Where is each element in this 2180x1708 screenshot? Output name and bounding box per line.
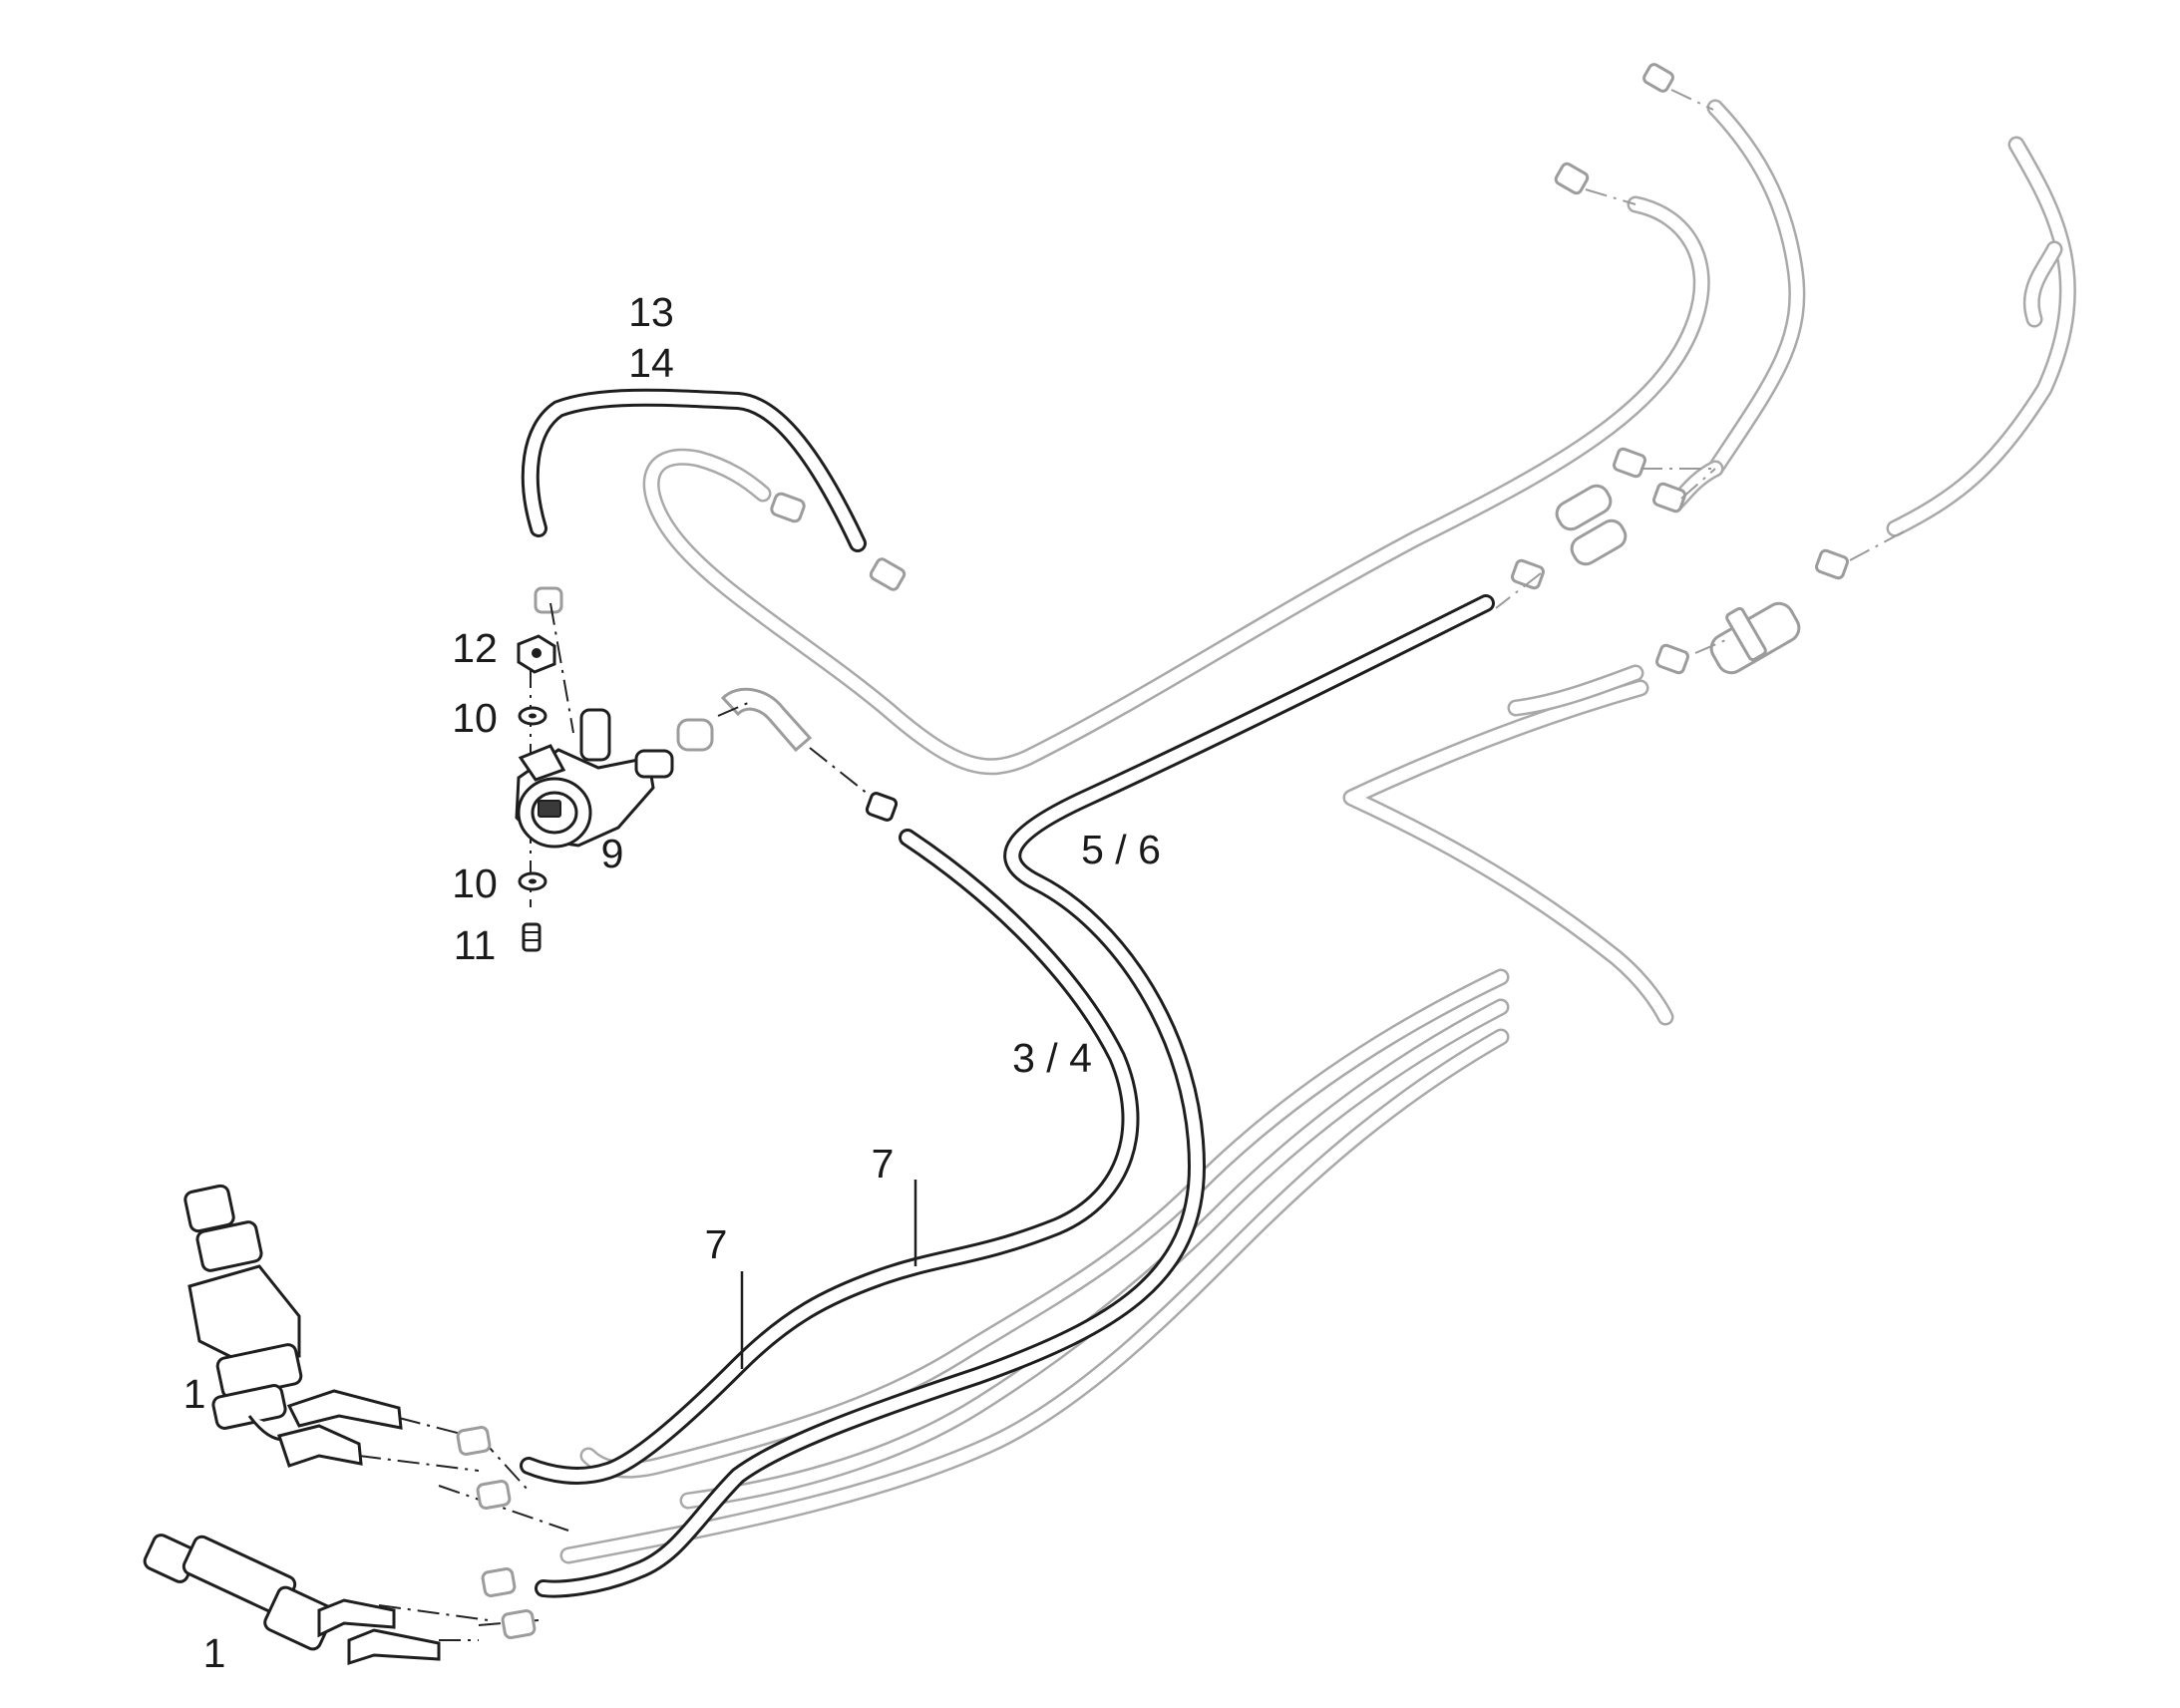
- hose-clamp-icon: [456, 1426, 492, 1456]
- hose-clamp-icon: [501, 1609, 537, 1639]
- callout-labels: 13 14 12 10 9 10 11 5 / 6 3 / 4 7 7 1 1: [183, 289, 1161, 1676]
- context-hose-connector-run: [1507, 460, 1724, 717]
- callout-10-upper: 10: [452, 695, 498, 741]
- highlighted-hoses: [520, 388, 1495, 1598]
- context-hose-chevron: [1342, 679, 1674, 1026]
- hose-barb-icon: [317, 1598, 441, 1666]
- hose-clamp-icon: [481, 1567, 517, 1597]
- hose-clamp-icon: [1654, 643, 1690, 675]
- hose-barb-icon: [277, 1389, 403, 1468]
- callout-10-lower: 10: [452, 860, 498, 906]
- context-fittings: [534, 63, 1850, 822]
- hose-clamp-icon: [770, 492, 806, 523]
- hose-clamp-icon: [1814, 548, 1850, 580]
- callout-3-4: 3 / 4: [1012, 1035, 1092, 1081]
- valve-assembly: [515, 634, 899, 952]
- context-hose-far-right: [1886, 136, 2076, 537]
- callout-14: 14: [628, 340, 674, 386]
- callout-12: 12: [452, 625, 498, 671]
- hose-clamp-icon: [1510, 558, 1546, 590]
- hose-clamp-icon: [869, 557, 907, 591]
- nut-icon: [517, 634, 556, 674]
- injector-fitting-icon: [143, 1534, 335, 1651]
- washer-icon: [518, 706, 547, 726]
- callout-1-upper: 1: [183, 1371, 206, 1417]
- callout-7-lower: 7: [705, 1221, 728, 1267]
- context-hose-upper-loop: [642, 195, 1710, 776]
- lower-clamps: [456, 1426, 537, 1639]
- hose-clamp-icon: [476, 1480, 512, 1510]
- t-connector-icon: [1555, 484, 1628, 566]
- callout-leaders: [740, 1180, 917, 1369]
- fuel-rail-upper: [183, 1184, 403, 1468]
- callout-13: 13: [628, 289, 674, 335]
- context-hose-top-right: [1706, 99, 1806, 478]
- context-hoses: [559, 99, 2076, 1564]
- screw-icon: [522, 922, 542, 952]
- callout-9: 9: [601, 831, 624, 876]
- hose-3-4: [520, 829, 1140, 1485]
- inline-filter-icon: [1709, 601, 1801, 675]
- callout-11: 11: [454, 922, 497, 968]
- hose-clamp-icon: [1612, 447, 1647, 479]
- washer-icon: [518, 871, 547, 891]
- hose-13-14: [521, 388, 867, 552]
- solenoid-valve-icon: [515, 708, 674, 849]
- hose-clamp-icon: [534, 586, 563, 614]
- hose-5-6: [535, 594, 1495, 1598]
- callout-7-upper: 7: [872, 1141, 895, 1187]
- hose-clamp-icon: [865, 792, 899, 822]
- hose-clamp-icon: [1642, 63, 1674, 93]
- fuel-rail-lower: [143, 1534, 441, 1666]
- hose-clamp-icon: [1651, 482, 1687, 513]
- callout-5-6: 5 / 6: [1081, 827, 1161, 872]
- hose-clamp-icon: [1554, 162, 1590, 195]
- elbow-fitting-icon: [676, 687, 813, 753]
- callout-1-lower: 1: [203, 1630, 226, 1676]
